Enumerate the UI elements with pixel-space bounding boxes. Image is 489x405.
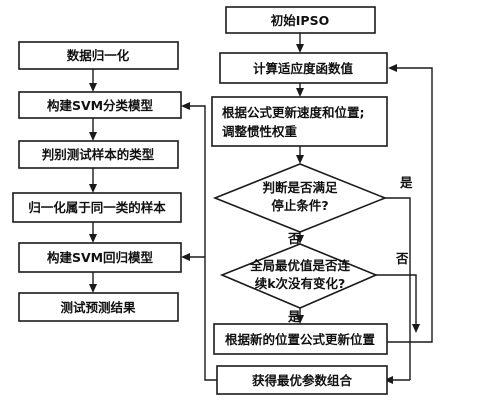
diamond-global-best: 全局最优值是否连 续k次没有变化? [219,243,379,309]
box-compute-fitness: 计算适应度函数值 [219,52,388,84]
arrowhead [89,132,97,141]
edge-optimal-to-classifier [184,105,217,381]
label-update-position: 根据新的位置公式更新位置 [225,332,376,347]
diamond-stop-condition: 判断是否满足 停止条件? [212,163,388,233]
label-classify-test-samples: 判别测试样本的类型 [42,147,155,162]
label-compute-fitness: 计算适应度函数值 [253,61,354,76]
connectors [89,33,433,384]
box-normalize-same-class: 归一化属于同一类的样本 [12,192,182,223]
label-stop-condition-line2: 停止条件? [271,198,328,213]
label-test-prediction: 测试预测结果 [60,300,136,315]
edge-label-stop-no: 否 [287,231,301,246]
box-init-ipso: 初始IPSO [225,6,376,34]
arrowhead [181,102,190,110]
arrowhead [388,64,397,72]
arrowhead [296,155,304,164]
edge-label-stop-yes: 是 [399,175,413,190]
arrowhead [384,376,393,384]
box-get-optimal-params: 获得最优参数组合 [216,365,388,395]
arrowhead [296,315,304,324]
label-global-best-line1: 全局最优值是否连 [249,258,351,273]
label-global-best-line2: 续k次没有变化? [255,276,346,291]
label-build-svm-classifier: 构建SVM分类模型 [47,98,154,113]
edge-stop-yes-down [385,197,411,380]
label-update-velocity-line2: 调整惯性权重 [222,124,298,139]
arrowhead [412,324,420,333]
label-init-ipso: 初始IPSO [271,13,329,28]
arrowhead [89,83,97,92]
arrowhead [181,253,190,261]
label-normalize-same-class: 归一化属于同一类的样本 [28,200,166,215]
arrowhead [296,88,304,97]
arrowhead [89,184,97,193]
box-build-svm-classifier: 构建SVM分类模型 [18,91,182,119]
edge-label-global-yes: 是 [287,309,301,324]
edge-global-no [376,274,417,330]
box-update-position: 根据新的位置公式更新位置 [213,323,388,355]
label-stop-condition-line1: 判断是否满足 [262,180,338,195]
label-get-optimal-params: 获得最优参数组合 [252,373,353,388]
arrowhead [296,44,304,53]
arrowhead [89,284,97,293]
box-normalize-data: 数据归一化 [18,41,179,70]
label-build-svm-regression: 构建SVM回归模型 [47,250,154,265]
arrowhead [89,234,97,243]
arrowhead [296,235,304,244]
label-update-velocity-line1: 根据公式更新速度和位置; [222,105,365,120]
label-normalize-data: 数据归一化 [66,48,130,63]
box-test-prediction: 测试预测结果 [18,292,179,322]
box-build-svm-regression: 构建SVM回归模型 [18,242,182,273]
box-update-velocity-position: 根据公式更新速度和位置; 调整惯性权重 [211,96,388,147]
box-classify-test-samples: 判别测试样本的类型 [18,140,179,169]
edge-label-global-no: 否 [395,251,409,266]
